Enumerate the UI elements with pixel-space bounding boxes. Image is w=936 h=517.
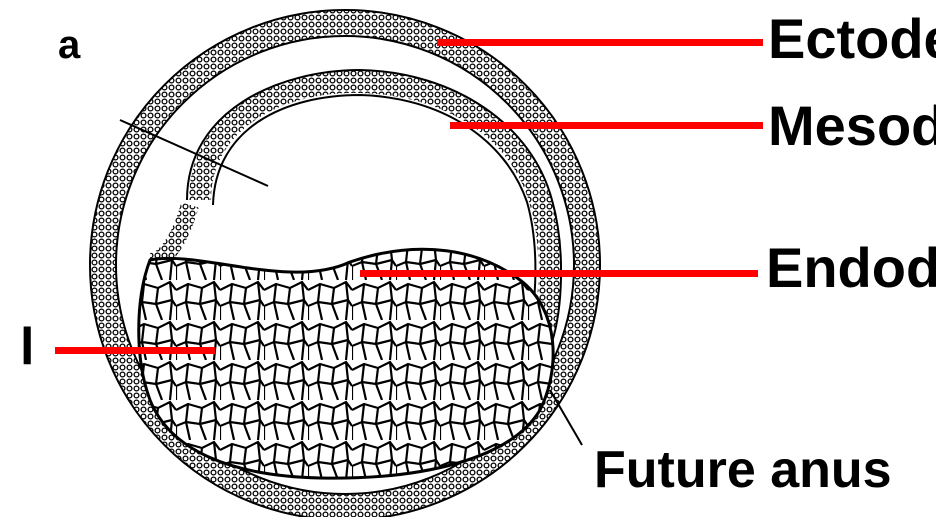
future-anus-label: Future anus — [594, 441, 892, 499]
left-leader-line — [55, 347, 215, 354]
left-fragment-label: l — [20, 318, 34, 376]
mesoderm-label: Mesod — [768, 94, 936, 157]
ectoderm-label: Ectode — [768, 7, 936, 70]
endoderm-leader-line — [360, 270, 758, 277]
top-left-fragment-label: a — [58, 23, 81, 67]
endoderm-label: Endod — [766, 236, 936, 299]
ectoderm-leader-line — [437, 39, 763, 46]
mesoderm-leader-line — [450, 122, 763, 129]
